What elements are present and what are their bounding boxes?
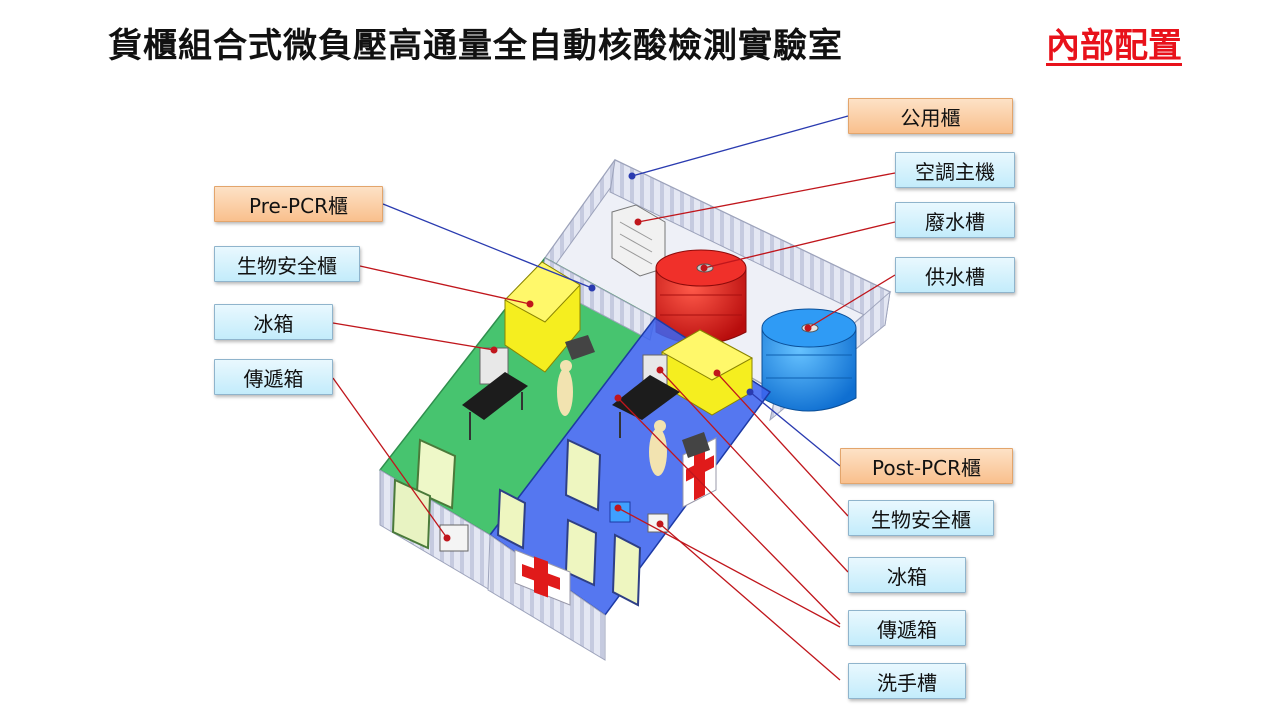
label-public-cabinet: 公用櫃: [848, 98, 1013, 134]
water-supply-tank: [761, 308, 857, 412]
label-pre-biosafety-cabinet: 生物安全櫃: [214, 246, 360, 282]
label-waste-water-tank: 廢水槽: [895, 202, 1015, 238]
page-subtitle: 內部配置: [1046, 26, 1182, 66]
waste-water-tank: [655, 249, 747, 345]
page-title: 貨櫃組合式微負壓高通量全自動核酸檢測實驗室: [108, 26, 843, 66]
leader-lines: [332, 115, 896, 681]
label-post-pass-box: 傳遞箱: [848, 610, 966, 646]
post-pcr-fridge-bench: [612, 354, 710, 476]
pre-pcr-biosafety-cabinet: [504, 261, 581, 373]
leader-dots: [443, 172, 812, 542]
pre-pcr-fridge-bench: [462, 335, 595, 440]
label-hand-sink: 洗手槽: [848, 663, 966, 699]
label-water-supply-tank: 供水槽: [895, 257, 1015, 293]
label-pre-pcr: Pre-PCR櫃: [214, 186, 383, 222]
label-pre-pass-box: 傳遞箱: [214, 359, 333, 395]
label-post-biosafety-cabinet: 生物安全櫃: [848, 500, 994, 536]
label-pre-fridge: 冰箱: [214, 304, 333, 340]
label-post-fridge: 冰箱: [848, 557, 966, 593]
red-cross-sign-front: [514, 549, 571, 606]
label-air-conditioner: 空調主機: [895, 152, 1015, 188]
label-post-pcr: Post-PCR櫃: [840, 448, 1013, 484]
